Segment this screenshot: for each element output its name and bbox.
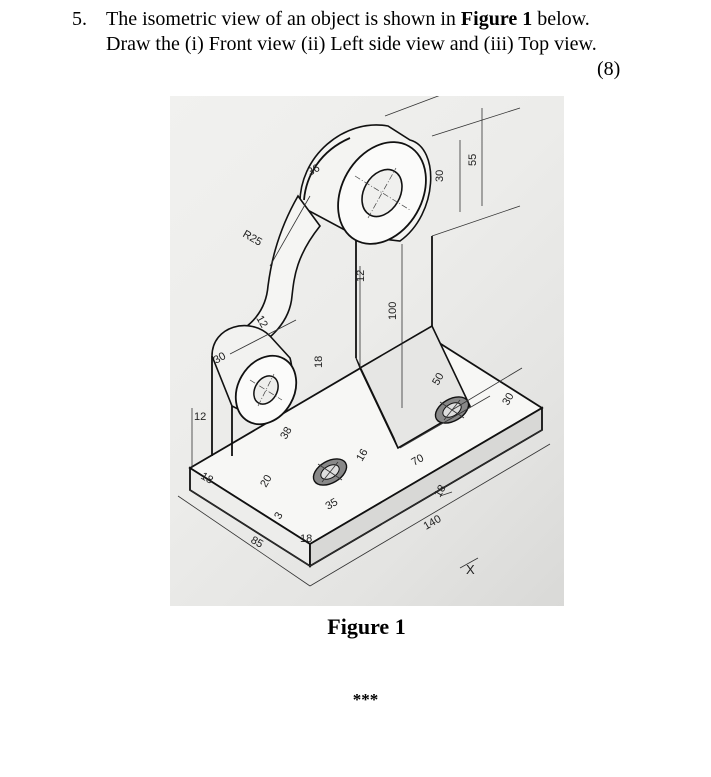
left-boss <box>211 324 298 456</box>
dim-20: 20 <box>258 473 275 490</box>
dim-16: 16 <box>354 447 371 464</box>
figure-reference: Figure 1 <box>460 8 533 30</box>
dim-12-arm: 12 <box>253 314 270 331</box>
question-block: 5. The isometric view of an object is sh… <box>0 0 711 90</box>
dim-18-left: 18 <box>199 470 216 487</box>
dim-12-left: 12 <box>194 411 206 423</box>
question-text-1a: The isometric view of an object is shown… <box>106 8 461 30</box>
dim-3: 3 <box>272 510 285 521</box>
dim-100: 100 <box>387 302 399 320</box>
dim-30-right: 30 <box>500 391 517 408</box>
figure-caption: Figure 1 <box>327 614 406 639</box>
dim-18-boss: 18 <box>313 356 325 368</box>
question-text-line1: The isometric view of an object is shown… <box>106 8 666 31</box>
isometric-drawing: 36 30 55 R25 12 12 100 30 18 12 18 38 20… <box>177 96 551 587</box>
dimension-labels: 36 30 55 R25 12 12 100 30 18 12 18 38 20… <box>194 154 517 577</box>
dim-85: 85 <box>249 534 266 551</box>
question-number: 5. <box>72 8 87 30</box>
dim-140: 140 <box>422 513 444 533</box>
question-text-line2: Draw the (i) Front view (ii) Left side v… <box>106 33 597 55</box>
dim-18-right: 18 <box>432 483 449 500</box>
end-marker: *** <box>352 690 379 709</box>
dimension-lines <box>177 96 551 587</box>
dim-30-top: 30 <box>434 170 446 182</box>
top-boss <box>299 124 432 245</box>
dim-38: 38 <box>278 425 295 442</box>
dim-35: 35 <box>324 496 341 513</box>
dim-12-top: 12 <box>355 270 367 282</box>
dim-18-bottom: 18 <box>300 533 312 545</box>
question-text-1c: below. <box>532 8 590 30</box>
dim-30-left: 30 <box>212 350 229 367</box>
dim-r25: R25 <box>241 228 264 248</box>
marks: (8) <box>597 58 621 80</box>
dim-55: 55 <box>467 154 479 166</box>
dim-50: 50 <box>430 371 447 388</box>
dim-36: 36 <box>306 162 323 179</box>
isometric-figure: 36 30 55 R25 12 12 100 30 18 12 18 38 20… <box>170 96 564 606</box>
dim-x-arrow: X <box>466 562 475 577</box>
dim-70: 70 <box>410 452 427 469</box>
base-holes <box>312 396 470 486</box>
